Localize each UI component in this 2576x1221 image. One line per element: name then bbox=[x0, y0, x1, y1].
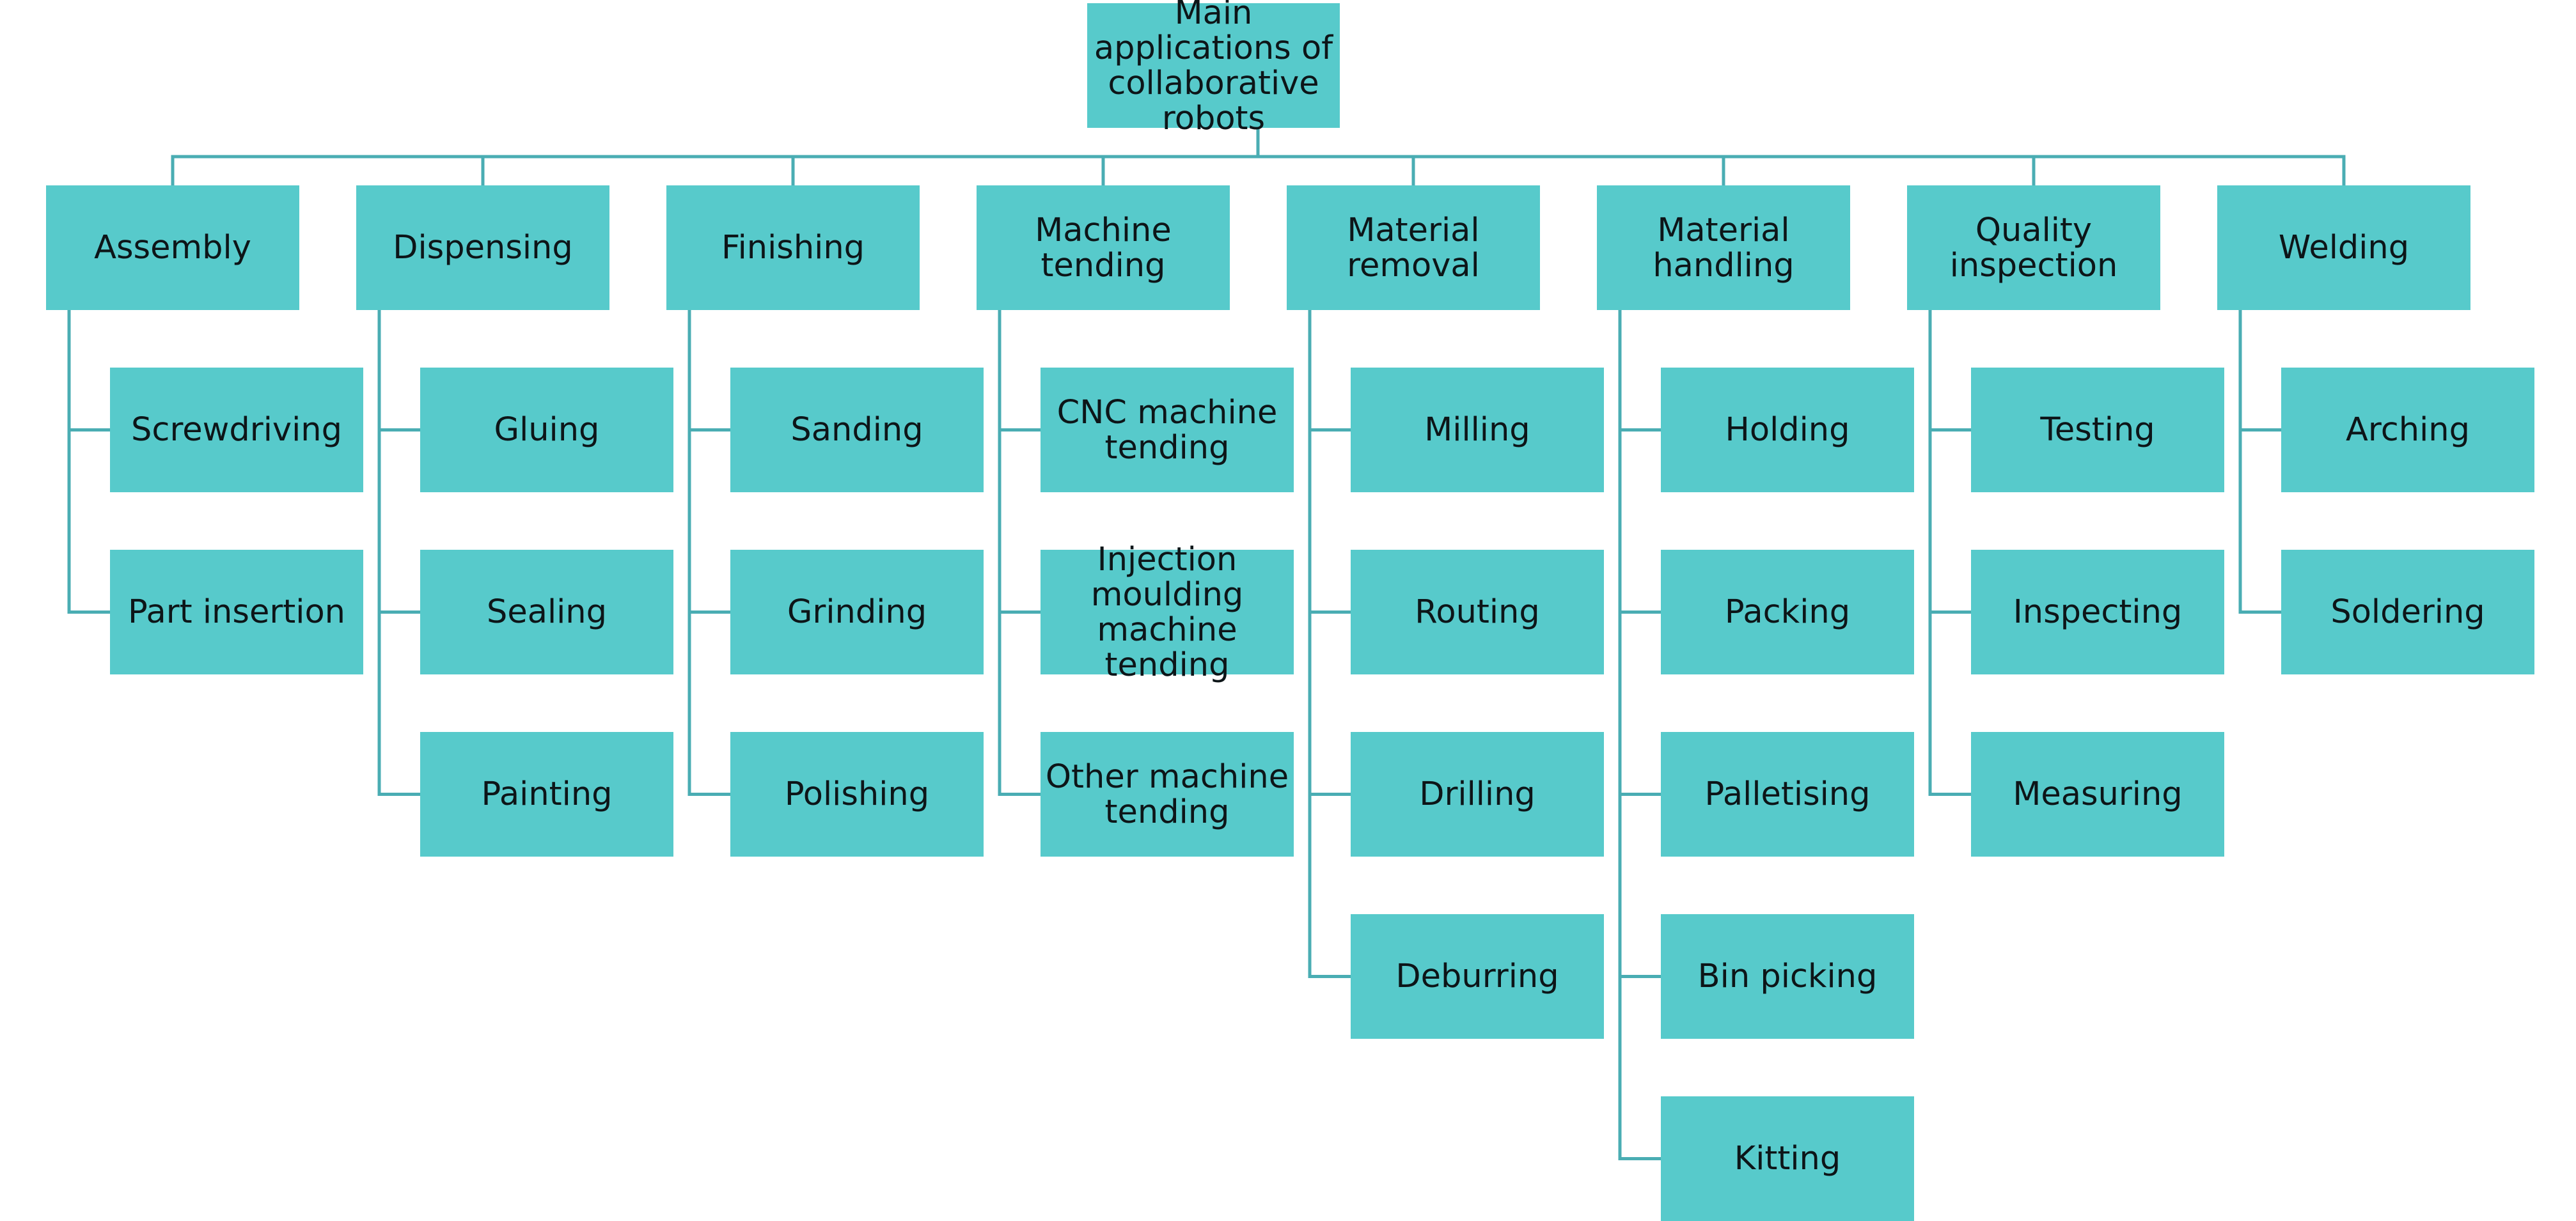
child-node-milling: Milling bbox=[1351, 368, 1604, 492]
category-node-machine-tending: Machine tending bbox=[977, 185, 1230, 310]
child-node-arching: Arching bbox=[2281, 368, 2534, 492]
category-node-material-handling: Material handling bbox=[1597, 185, 1850, 310]
child-node-packing: Packing bbox=[1661, 550, 1914, 674]
child-node-testing: Testing bbox=[1971, 368, 2224, 492]
child-node-screwdriving: Screwdriving bbox=[110, 368, 363, 492]
root-node: Main applications of collaborative robot… bbox=[1087, 0, 1340, 136]
child-node-bin-picking: Bin picking bbox=[1661, 914, 1914, 1039]
child-node-measuring: Measuring bbox=[1971, 732, 2224, 857]
child-node-polishing: Polishing bbox=[730, 732, 984, 857]
child-node-drilling: Drilling bbox=[1351, 732, 1604, 857]
child-node-sealing: Sealing bbox=[420, 550, 673, 674]
child-node-other-machine-tending: Other machine tending bbox=[1041, 732, 1294, 857]
category-node-assembly: Assembly bbox=[46, 185, 299, 310]
child-node-soldering: Soldering bbox=[2281, 550, 2534, 674]
category-node-finishing: Finishing bbox=[666, 185, 920, 310]
child-node-inspecting: Inspecting bbox=[1971, 550, 2224, 674]
child-node-palletising: Palletising bbox=[1661, 732, 1914, 857]
child-node-cnc-machine-tending: CNC machine tending bbox=[1041, 368, 1294, 492]
category-node-material-removal: Material removal bbox=[1287, 185, 1540, 310]
category-node-welding: Welding bbox=[2217, 185, 2470, 310]
child-node-injection-moulding-machine-tending: Injection moulding machine tending bbox=[1041, 542, 1294, 683]
child-node-part-insertion: Part insertion bbox=[110, 550, 363, 674]
child-node-kitting: Kitting bbox=[1661, 1096, 1914, 1221]
child-node-gluing: Gluing bbox=[420, 368, 673, 492]
child-node-grinding: Grinding bbox=[730, 550, 984, 674]
child-node-routing: Routing bbox=[1351, 550, 1604, 674]
category-node-dispensing: Dispensing bbox=[356, 185, 609, 310]
child-node-painting: Painting bbox=[420, 732, 673, 857]
child-node-deburring: Deburring bbox=[1351, 914, 1604, 1039]
category-node-quality-inspection: Quality inspection bbox=[1907, 185, 2160, 310]
child-node-sanding: Sanding bbox=[730, 368, 984, 492]
child-node-holding: Holding bbox=[1661, 368, 1914, 492]
